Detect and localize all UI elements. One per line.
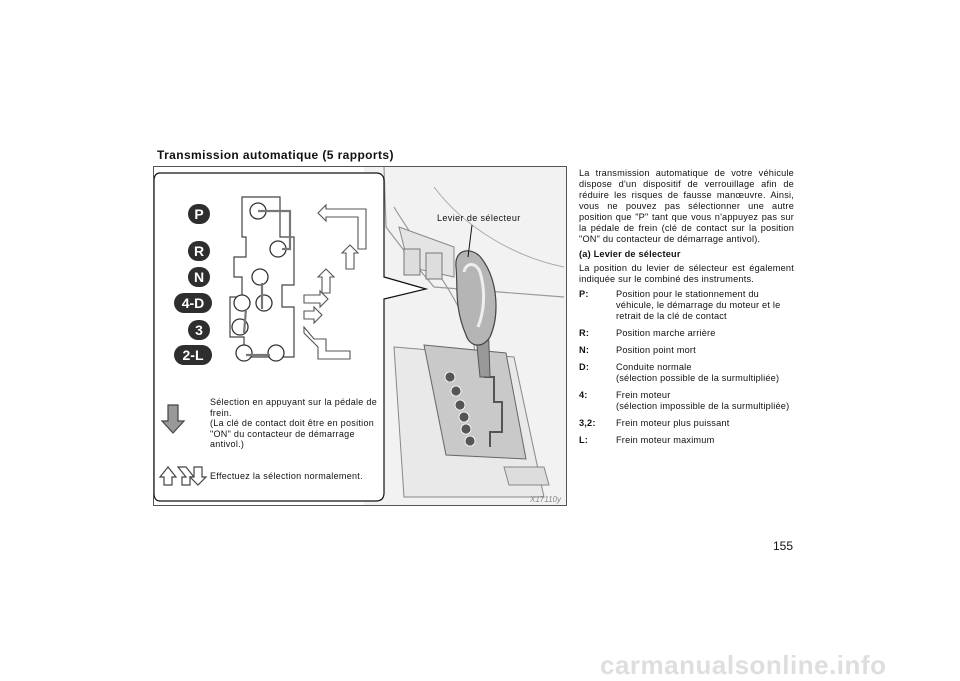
figure-code: X17110y (530, 495, 561, 504)
gate-position-markers (444, 371, 476, 447)
definition-list: P: Position pour le stationnement du véh… (579, 289, 794, 446)
legend-brake-text: Sélection en appuyant sur la pédale de f… (210, 397, 378, 449)
definition-item: R: Position marche arrière (579, 328, 794, 339)
definition-key: D: (579, 362, 590, 372)
definition-item: 3,2: Frein moteur plus puissant (579, 418, 794, 429)
definition-key: N: (579, 345, 590, 355)
brake-arrows-diagram (242, 209, 292, 357)
legend-arrow-icons (158, 404, 208, 486)
definition-key: R: (579, 328, 590, 338)
definition-key: 3,2: (579, 418, 596, 428)
subheading: (a) Levier de sélecteur (579, 249, 681, 259)
section-title: Transmission automatique (5 rapports) (157, 148, 394, 162)
callout-leader (467, 224, 473, 258)
definition-value: Position pour le stationnement du véhicu… (616, 289, 781, 321)
definition-item: D: Conduite normale (sélection possible … (579, 362, 794, 384)
gear-2l-badge: 2-L (174, 345, 212, 365)
gear-p-badge: P (188, 204, 210, 224)
shift-pattern-nodes (231, 202, 287, 362)
definition-value: Conduite normale (sélection possible de … (616, 362, 780, 383)
gear-4d-badge: 4-D (174, 293, 212, 313)
definition-value: Frein moteur plus puissant (616, 418, 730, 428)
legend-normal-text: Effectuez la sélection normalement. (210, 471, 363, 481)
shift-gate-slot (484, 376, 503, 447)
definition-value: Frein moteur maximum (616, 435, 715, 445)
definition-key: P: (579, 289, 589, 299)
figure-illustration (154, 167, 566, 505)
shift-pattern (229, 196, 295, 358)
definition-item: N: Position point mort (579, 345, 794, 356)
info-paragraph: La position du levier de sélecteur est é… (579, 263, 794, 284)
callout-label: Levier de sélecteur (437, 213, 521, 223)
page-number: 155 (773, 539, 794, 553)
shift-lever-figure: P R N 4-D 3 2-L Sélection en appuyant su… (153, 166, 567, 506)
text-column: La transmission automatique de votre véh… (579, 168, 794, 452)
definition-value: Frein moteur (sélection impossible de la… (616, 390, 790, 411)
gear-n-badge: N (188, 267, 210, 287)
diagram-panel (154, 172, 429, 502)
watermark: carmanualsonline.info (600, 650, 887, 680)
definition-value: Position point mort (616, 345, 696, 355)
lever-knob (455, 250, 497, 346)
definition-item: P: Position pour le stationnement du véh… (579, 289, 794, 322)
gear-r-badge: R (188, 241, 210, 261)
definition-item: 4: Frein moteur (sélection impossible de… (579, 390, 794, 412)
gear-3-badge: 3 (188, 320, 210, 340)
normal-arrows-diagram (303, 203, 367, 360)
definition-item: L: Frein moteur maximum (579, 435, 794, 446)
definition-key: L: (579, 435, 589, 445)
definition-key: 4: (579, 390, 588, 400)
definition-value: Position marche arrière (616, 328, 716, 338)
intro-paragraph: La transmission automatique de votre véh… (579, 168, 794, 244)
